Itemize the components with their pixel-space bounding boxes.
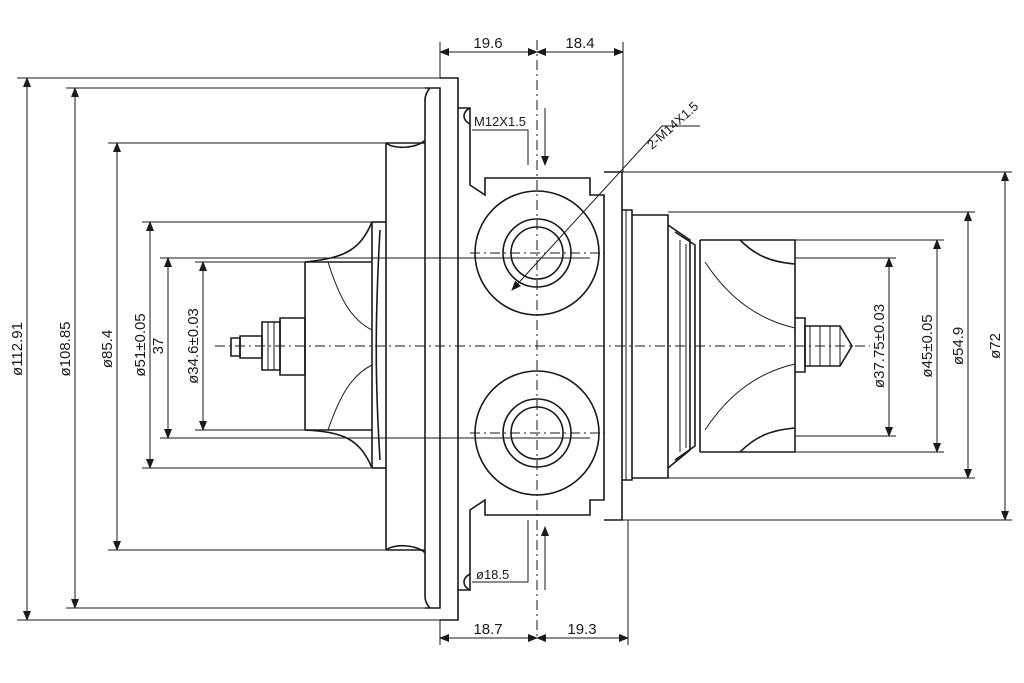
dim-l37: 37: [150, 338, 167, 355]
leaders: [472, 108, 700, 590]
dimension-labels: ø112.91 ø108.85 ø85.4 ø51±0.05 37 ø34.6±…: [9, 35, 1004, 638]
center-lines: [215, 40, 870, 640]
center-housing: [440, 77, 633, 621]
right-dimensions: [604, 171, 1012, 521]
dim-d85-4: ø85.4: [99, 330, 116, 368]
dim-top-left: 19.6: [473, 35, 502, 52]
thread-dual-label: 2-M14X1.5: [644, 99, 701, 153]
hole-diameter-label: ø18.5: [476, 567, 509, 582]
left-dimensions: [17, 77, 590, 621]
dim-bottom-right: 19.3: [567, 621, 596, 638]
dim-d34-6: ø34.6±0.03: [185, 308, 202, 384]
dim-d54-9: ø54.9: [950, 327, 967, 365]
dim-top-right: 18.4: [565, 35, 594, 52]
dim-d45: ø45±0.05: [919, 314, 936, 377]
dim-d72: ø72: [987, 333, 1004, 359]
dim-d37-75: ø37.75±0.03: [871, 304, 888, 388]
thread-main-label: M12X1.5: [474, 114, 526, 129]
dim-d108-85: ø108.85: [57, 321, 74, 376]
dim-d51: ø51±0.05: [132, 313, 149, 376]
dim-d112-91: ø112.91: [9, 322, 26, 376]
turbine-wheel: [230, 87, 441, 609]
length-dimensions: [439, 42, 629, 645]
dim-bottom-left: 18.7: [473, 621, 502, 638]
